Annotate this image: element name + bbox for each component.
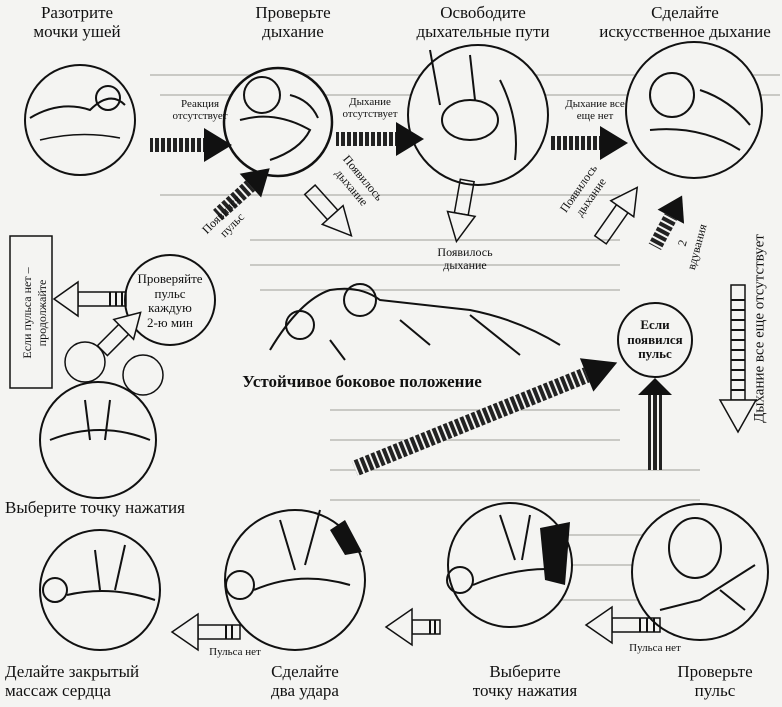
small-circles xyxy=(64,341,164,396)
arrow-still-absent-vertical xyxy=(718,284,758,434)
label-no-pulse-1: Пульса нет xyxy=(629,642,681,654)
step-circle-choose-point-top xyxy=(39,381,157,499)
step-circle-check-pulse-2min xyxy=(124,254,216,346)
no-pulse-box xyxy=(9,235,53,389)
step-circle-artificial-breathing xyxy=(625,41,763,179)
label-still-absent-vertical: Дыхание все еще отсутствует xyxy=(751,234,768,423)
arrow-pulse-up xyxy=(638,378,672,470)
step-circle-chest-compression xyxy=(39,529,161,651)
step-circle-check-breathing xyxy=(222,66,334,178)
arrow-pulse-appeared xyxy=(213,168,270,221)
arrow-breathing-appeared-3 xyxy=(593,186,639,245)
step-circle-check-pulse xyxy=(631,503,769,641)
arrow-breathing-appeared-2 xyxy=(446,178,477,244)
arrow-no-reaction xyxy=(150,128,232,162)
arrow-no-pulse-bottom-right xyxy=(584,605,661,645)
step-circle-free-airways xyxy=(407,44,549,186)
arrow-check-pulse-loop xyxy=(96,311,142,357)
recovery-position-figure xyxy=(269,283,561,361)
arrow-to-no-pulse-box xyxy=(52,280,127,318)
title-recovery-position: Устойчивое боковое положение xyxy=(242,372,482,391)
step-circle-choose-point-mid xyxy=(446,502,573,628)
arrow-long-diagonal xyxy=(351,358,618,476)
step-circle-if-pulse xyxy=(617,302,693,378)
arrow-breathing-appeared-1 xyxy=(303,183,353,238)
arrow-no-breathing xyxy=(336,122,424,156)
label-no-pulse-box: Если пульса нет –продолжайте xyxy=(20,267,49,359)
arrow-no-pulse-bottom-left xyxy=(170,612,241,652)
step-circle-rub-ears xyxy=(24,64,136,176)
title-choose-point-left: Выберите точку нажатия xyxy=(5,498,185,517)
step-circle-two-strikes xyxy=(224,509,366,651)
arrow-bottom-mid xyxy=(384,607,441,647)
arrow-still-no-breathing xyxy=(550,126,628,160)
arrow-two-breaths xyxy=(648,195,685,251)
label-no-pulse-2: Пульса нет xyxy=(209,646,261,658)
